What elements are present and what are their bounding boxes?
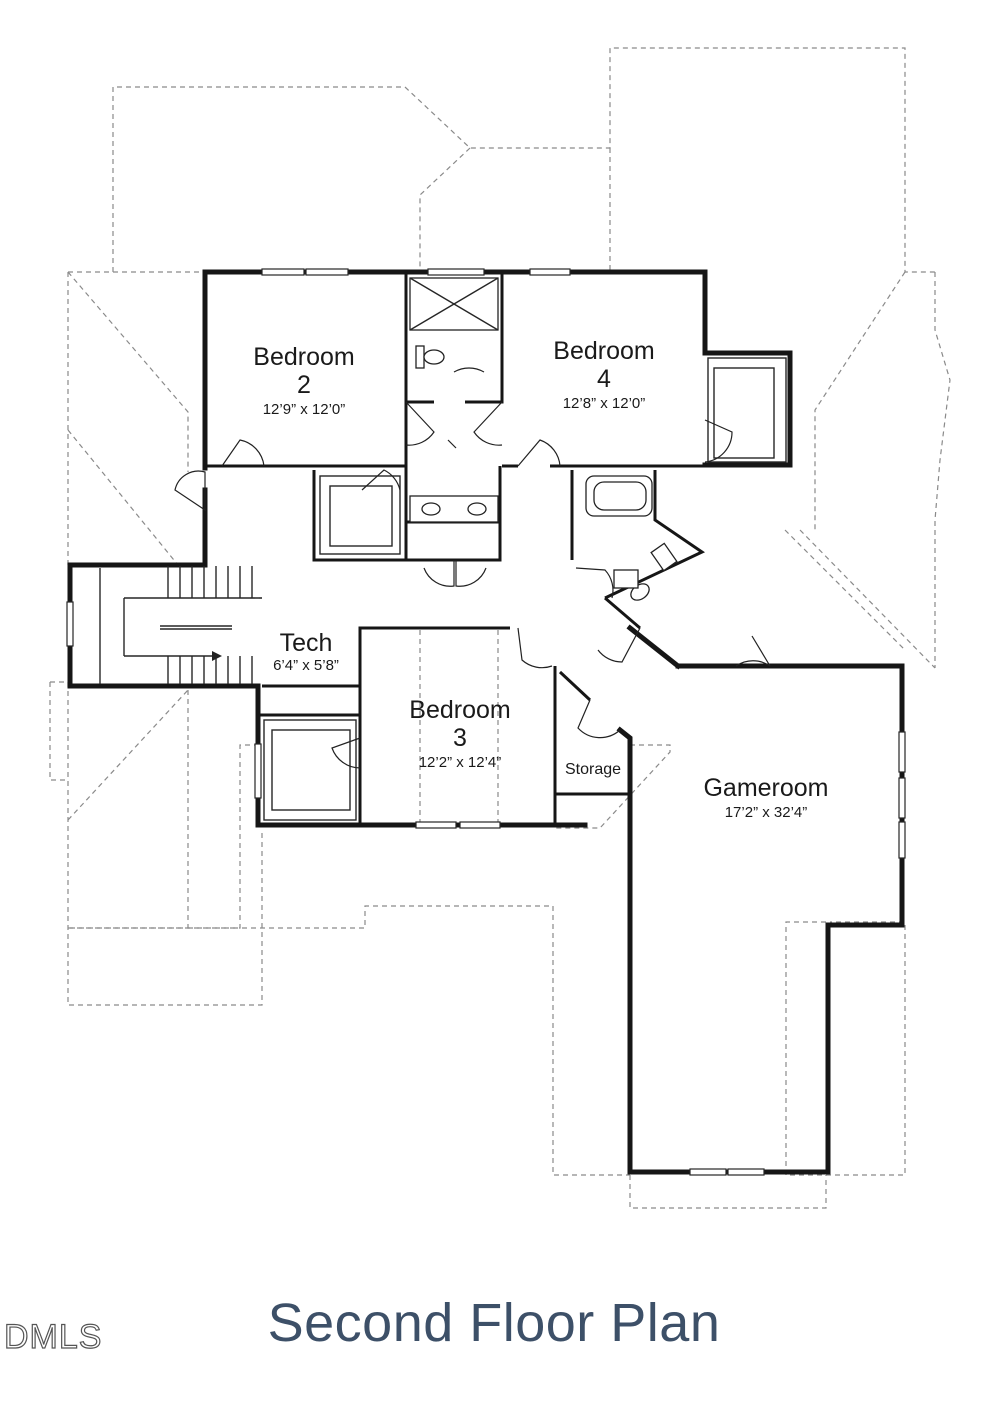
bedroom-2-number: 2 (297, 371, 311, 399)
storage-name: Storage (565, 761, 621, 778)
gameroom-dims: 17’2” x 32’4” (725, 804, 808, 821)
bedroom-3-name: Bedroom (409, 696, 510, 724)
mls-watermark: DMLS (3, 1317, 103, 1356)
interior-walls (205, 272, 706, 825)
stair-treads (167, 566, 253, 684)
roof-outline (49, 47, 951, 1209)
tech-name: Tech (280, 629, 333, 657)
page-title: Second Floor Plan (267, 1293, 721, 1353)
bedroom-2-name: Bedroom (253, 343, 354, 371)
closets (263, 357, 787, 821)
bedroom-3-number: 3 (453, 724, 467, 752)
staircase (99, 566, 262, 684)
bedroom-3-dims: 12’2” x 12’4” (419, 754, 502, 771)
windows (66, 268, 906, 1176)
room-labels: Bedroom 2 12’9” x 12’0” Bedroom 4 12’8” … (253, 337, 828, 821)
doors (174, 367, 771, 769)
bedroom-4-name: Bedroom (553, 337, 654, 365)
exterior-walls (67, 269, 905, 1175)
bath-fixtures (409, 277, 678, 601)
bedroom-4-dims: 12’8” x 12’0” (563, 395, 646, 412)
bedroom-4-number: 4 (597, 365, 611, 393)
tech-dims: 6’4” x 5’8” (273, 657, 339, 674)
bedroom-2-dims: 12’9” x 12’0” (263, 401, 346, 418)
gameroom-name: Gameroom (703, 774, 828, 802)
